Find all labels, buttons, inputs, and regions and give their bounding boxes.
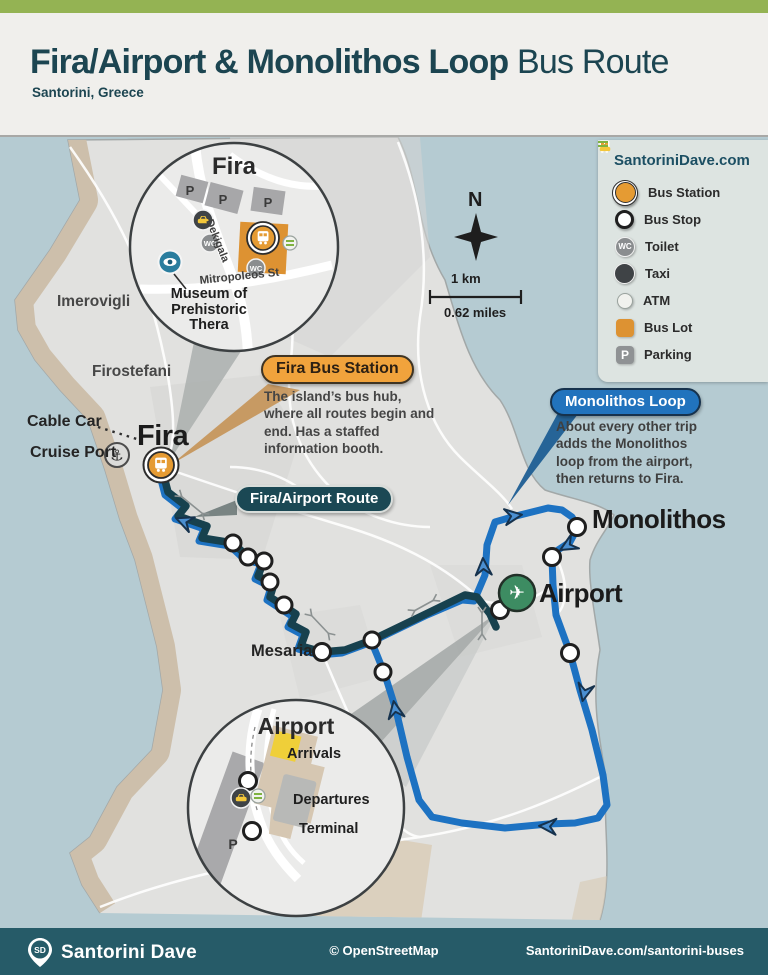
legend-label: Bus Stop [644, 212, 702, 227]
cruise-port-icon: ⚓ [104, 442, 130, 468]
footer-brand-name: Santorini Dave [61, 941, 197, 963]
bus-icon [155, 457, 167, 472]
page-title: Fira/Airport & Monolithos Loop Bus Route [30, 43, 669, 82]
atm-icon [598, 141, 633, 309]
departures-label: Departures [293, 792, 370, 808]
logo-abbr: SD [34, 945, 46, 955]
cruise-port-label: Cruise Port [30, 444, 117, 461]
santorini-dave-logo: SD [28, 938, 52, 967]
compass-rose [454, 213, 498, 261]
fira-inset-title: Fira [211, 153, 257, 180]
wc-icon: WC [246, 258, 266, 278]
monolithos-loop-callout-title: Monolithos Loop [550, 388, 701, 416]
terminal-building [253, 725, 325, 840]
airport-inset: P [186, 698, 406, 918]
compass-north-label: N [468, 189, 483, 211]
legend-label: Toilet [645, 239, 679, 254]
fira-bus-station-callout-body: The island’s bus hub, where all routes b… [264, 389, 435, 456]
parking-letter: P [186, 183, 195, 198]
legend-item-bus-lot: Bus Lot [612, 314, 756, 341]
legend-label: Bus Station [648, 185, 721, 200]
fira-bus-station-callout-title: Fira Bus Station [261, 355, 414, 384]
cable-car-label: Cable Car [27, 413, 102, 430]
anchor-icon: ⚓ [110, 447, 123, 465]
scale-km-label: 1 km [451, 271, 481, 286]
monolithos-loop-callout-body: About every other trip adds the Monolith… [556, 419, 698, 486]
legend-item-toilet: WC Toilet [612, 233, 756, 260]
legend-label: Taxi [645, 266, 671, 281]
header: Fira/Airport & Monolithos Loop Bus Route… [0, 13, 768, 137]
arrivals-hall [269, 730, 302, 762]
page-subtitle: Santorini, Greece [32, 85, 144, 100]
footer-url[interactable]: SantoriniDave.com/santorini-buses [525, 943, 744, 958]
fira-bus-station-marker [142, 446, 180, 484]
parking-letter: P [228, 836, 237, 852]
town-label-imerovigli: Imerovigli [57, 293, 131, 310]
taxi-icon [192, 209, 214, 231]
fira-inset-station-marker [246, 221, 280, 255]
airport-inset-title: Airport [257, 713, 335, 739]
taxi-icon [599, 144, 635, 284]
page-title-main: Fira/Airport & Monolithos Loop [30, 43, 509, 81]
bus-stop-icon [615, 210, 634, 229]
loop-direction-arrows [175, 508, 596, 836]
fira-airport-route-label: Fira/Airport Route [235, 485, 394, 513]
plane-icon: ✈ [509, 582, 525, 604]
map-canvas: ✈ ⚓ [0, 137, 768, 928]
bus-station-icon [599, 140, 638, 206]
airport-label: Airport [539, 578, 623, 608]
toilet-icon: WC [615, 236, 635, 257]
osm-attribution[interactable]: © OpenStreetMap [329, 943, 439, 958]
museum-label: Museum of Prehistoric Thera [170, 286, 248, 334]
atm-icon [250, 788, 266, 804]
museum-icon [157, 249, 183, 275]
town-label-mesaria: Mesaria [251, 642, 313, 660]
header-accent-bar [0, 0, 768, 13]
parking-letter: P [219, 192, 228, 207]
legend-label: Parking [644, 347, 692, 362]
scale-bar [428, 290, 523, 304]
terminal-label: Terminal [299, 821, 359, 837]
legend-item-parking: P Parking [612, 341, 756, 368]
wc-icon: WC [200, 233, 220, 253]
two-way-arrows [181, 496, 482, 635]
legend-title: SantoriniDave.com [614, 152, 750, 169]
callout-wedges [170, 332, 578, 787]
footer-brand[interactable]: SD Santorini Dave [27, 937, 197, 968]
taxi-icon [230, 787, 252, 809]
town-label-monolithos: Monolithos [592, 504, 726, 534]
legend-panel: SantoriniDave.com Bus Station Bus Stop W… [598, 140, 768, 382]
parking-letter: P [264, 195, 273, 210]
page-title-sub: Bus Route [517, 43, 669, 81]
airport-inset-stops [238, 771, 262, 841]
svg-text:WC: WC [250, 264, 263, 273]
scale-miles-label: 0.62 miles [444, 305, 507, 320]
legend-item-bus-station: Bus Station [599, 140, 756, 206]
town-label-firostefani: Firostefani [92, 363, 172, 380]
arrivals-label: Arrivals [287, 746, 342, 762]
legend-label: ATM [643, 293, 671, 308]
airport-marker: ✈ [497, 573, 537, 613]
island: ✈ ⚓ [14, 137, 615, 921]
legend-item-bus-stop: Bus Stop [612, 206, 756, 233]
legend-item-atm: ATM [598, 141, 756, 314]
svg-text:WC: WC [204, 239, 217, 248]
museum-leader [173, 273, 187, 290]
atm-icon [282, 235, 298, 251]
bus-lot-icon [616, 318, 634, 337]
footer: SD Santorini Dave © OpenStreetMap Santor… [0, 928, 768, 975]
legend-item-taxi: Taxi [599, 144, 756, 287]
legend-label: Bus Lot [644, 320, 693, 335]
fira-inset-parking [175, 174, 286, 216]
fira-inset: WC WC [128, 141, 340, 353]
parking-icon: P [616, 345, 634, 364]
town-label-fira: Fira [137, 420, 189, 452]
